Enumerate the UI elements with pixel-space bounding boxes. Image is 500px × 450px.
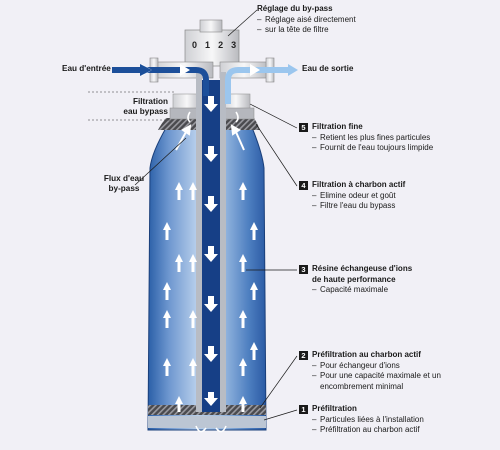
bypass-title: Réglage du by-pass [257,4,333,13]
stage-5-bullet-2: Fournit de l'eau toujours limpide [312,143,433,154]
stage-1-text: Préfiltration Particules liées à l'insta… [312,404,424,436]
stage-2-number: 2 [299,351,308,360]
stage-2-bullet-2: Pour une capacité maximale et un encombr… [312,371,487,392]
stage-5-title: Filtration fine [312,122,363,131]
stage-4-bullet-1: Elimine odeur et goût [312,191,405,202]
left-guide-lines [88,91,176,121]
stage-1-title: Préfiltration [312,404,357,413]
flux-bypass-label: Flux d'eau by-pass [103,174,145,193]
up-flow-arrows [163,182,258,412]
dial-0: 0 [192,40,198,50]
core-down-arrows [204,96,218,406]
stage-1-bullet-2: Préfiltration au charbon actif [312,425,424,436]
stage-3-number: 3 [299,265,308,274]
filtration-bypass-label: Filtration eau bypass [123,97,168,116]
stage-2-title: Préfiltration au charbon actif [312,350,421,359]
stage-4-number: 4 [299,181,308,190]
stage-1-bullet-1: Particules liées à l'installation [312,415,424,426]
stage-3-bullet-1: Capacité maximale [312,285,412,296]
dial-1: 1 [205,40,211,50]
stage-4-bullet-2: Filtre l'eau du bypass [312,201,405,212]
stage-3-title-1: Résine échangeuse d'ions [312,264,413,273]
stage-3-text: Résine échangeuse d'ions de haute perfor… [312,264,412,296]
leader-lines [134,9,298,421]
stage-5-text: Filtration fine Retient les plus fines p… [312,122,433,154]
stage-2-text: Préfiltration au charbon actif Pour écha… [312,350,487,392]
bypass-label: Réglage du by-pass Réglage aisé directem… [257,4,356,36]
stage-5-number: 5 [299,123,308,132]
inlet-label: Eau d'entrée [62,64,111,73]
stage-5-bullet-1: Retient les plus fines particules [312,133,433,144]
bypass-flow-arrows [175,124,245,151]
stage-1-number: 1 [299,405,308,414]
bypass-line-2: sur la tête de filtre [257,25,356,36]
bypass-dial: 0 1 2 3 [192,40,236,50]
bypass-line-1: Réglage aisé directement [257,15,356,26]
prefilter-band [148,416,266,428]
filter-head [184,29,240,67]
outlet-flow-arrow [225,67,290,104]
dial-2: 2 [218,40,224,50]
inlet-flow-arrow [112,67,209,96]
stage-4-title: Filtration à charbon actif [312,180,406,189]
stage-2-bullet-1: Pour échangeur d'ions [312,361,487,372]
dial-3: 3 [231,40,237,50]
stage-4-text: Filtration à charbon actif Elimine odeur… [312,180,405,212]
stage-3-title-2: de haute performance [312,274,396,284]
outlet-label: Eau de sortie [302,64,354,73]
